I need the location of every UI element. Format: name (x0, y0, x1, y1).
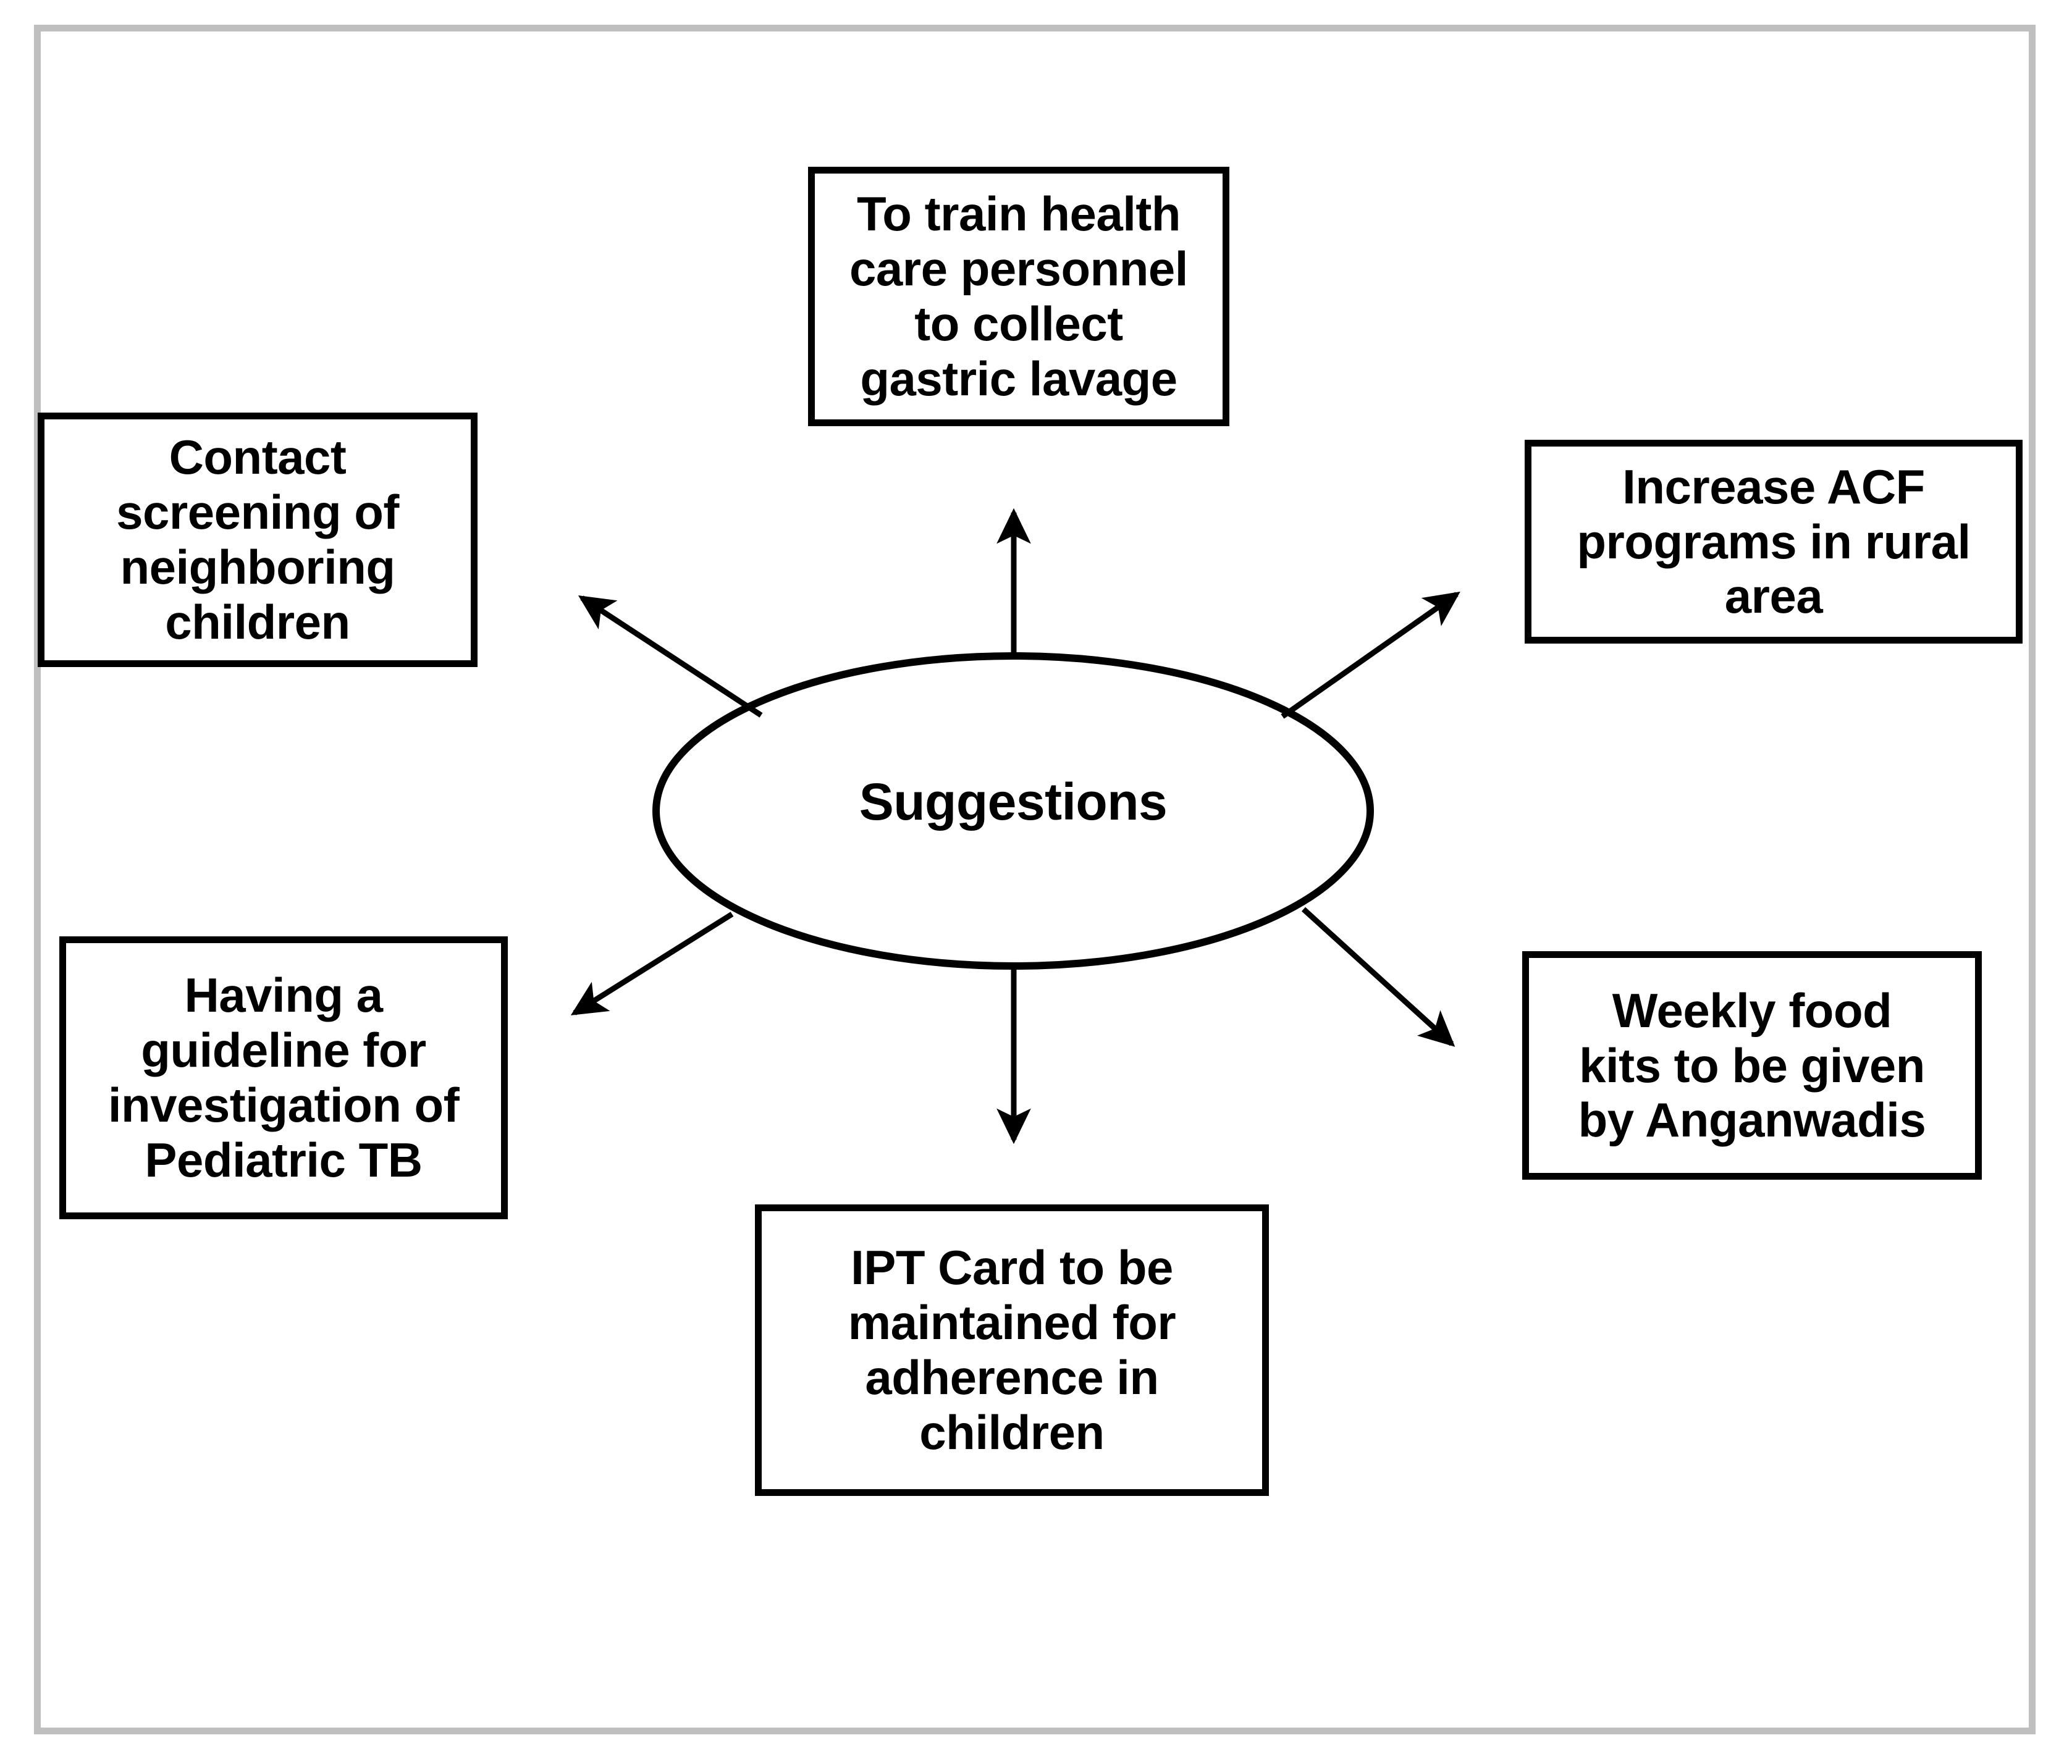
node-box-train-personnel: To train health care personnel to collec… (808, 167, 1229, 426)
arrow-to-increase-acf (1281, 591, 1460, 719)
arrow-to-contact-screening (578, 595, 763, 718)
arrow-to-weekly-food (1301, 907, 1455, 1047)
arrow-to-guideline-tb (570, 912, 734, 1015)
hub-label: Suggestions (859, 773, 1168, 831)
node-box-contact-screening: Contact screening of neighboring childre… (38, 413, 478, 667)
node-box-weekly-food: Weekly food kits to be given by Anganwad… (1522, 951, 1982, 1180)
node-box-guideline-tb: Having a guideline for investigation of … (59, 936, 508, 1219)
outer-border-frame (34, 25, 2036, 1734)
node-box-increase-acf: Increase ACF programs in rural area (1525, 440, 2023, 644)
node-box-ipt-card: IPT Card to be maintained for adherence … (755, 1204, 1269, 1496)
